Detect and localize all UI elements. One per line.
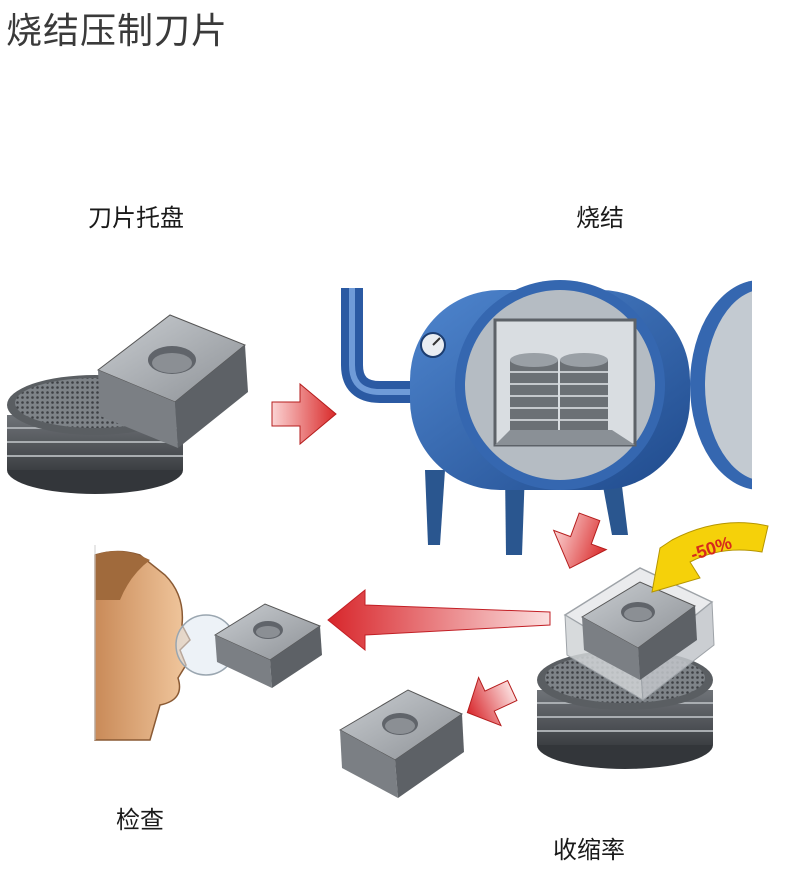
arrow-to-shrinkage (552, 512, 608, 569)
label-insert-tray: 刀片托盘 (88, 204, 184, 232)
inspector-hair (95, 551, 150, 600)
shrinkage-percent-arrow: -50% (651, 522, 769, 593)
shrinkage-illustration (537, 567, 715, 769)
disk-stacks-in-furnace (510, 353, 608, 430)
arrow-to-sintering (271, 382, 337, 446)
green-insert-on-tray (97, 314, 248, 448)
sintering-furnace-illustration (341, 280, 801, 555)
arrow-to-finished-insert (466, 676, 518, 727)
finished-insert (338, 689, 464, 798)
inspection-illustration (94, 545, 322, 741)
arrow-to-inspection (327, 588, 551, 652)
insert-tray-illustration (7, 314, 248, 494)
label-shrinkage: 收缩率 (553, 836, 625, 864)
label-inspection: 检查 (116, 806, 164, 834)
label-sintering: 烧结 (576, 204, 624, 232)
page-title: 烧结压制刀片 (6, 11, 229, 52)
